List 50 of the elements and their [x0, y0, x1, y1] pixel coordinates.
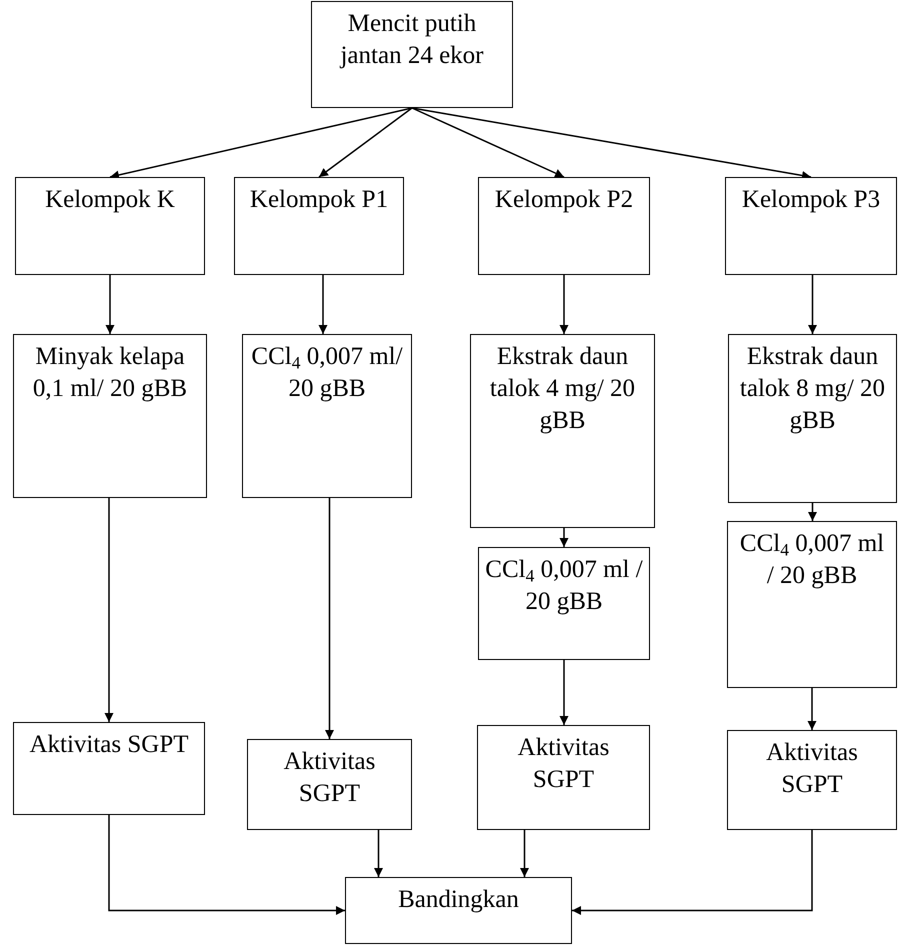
process-box — [15, 177, 205, 275]
process-box — [725, 177, 897, 275]
arrow — [572, 830, 813, 915]
box-label: Ekstrak daun talok 4 mg/ 20 gBB — [488, 342, 636, 436]
process-box — [728, 334, 897, 503]
arrow — [560, 528, 568, 547]
arrow — [808, 688, 816, 730]
process-box — [477, 725, 650, 830]
arrow — [104, 498, 114, 722]
box-label: Kelompok P2 — [494, 185, 634, 215]
box-label: Ekstrak daun talok 8 mg/ 20 gBB — [738, 342, 886, 436]
arrow — [318, 275, 328, 334]
box-label: Mencit putih jantan 24 ekor — [338, 9, 484, 71]
process-box — [242, 334, 412, 498]
box-label: Minyak kelapa 0,1 ml/ 20 gBB — [32, 342, 188, 404]
process-box — [345, 877, 572, 944]
box-label: CCl$_{4}$ 0,007 ml/ 20 gBB — [250, 342, 404, 404]
arrow — [374, 830, 383, 877]
box-label: CCl$_{4}$ 0,007 ml / 20 gBB — [485, 555, 643, 617]
box-label: Aktivitas SGPT — [282, 747, 376, 809]
box-label: Aktivitas SGPT — [516, 733, 610, 795]
process-box — [478, 547, 650, 660]
arrow — [560, 660, 568, 725]
arrow — [808, 503, 817, 521]
arrow — [325, 498, 334, 739]
process-box — [13, 334, 207, 498]
arrow — [412, 107, 812, 180]
process-box — [234, 177, 404, 275]
box-label: Aktivitas SGPT — [765, 738, 859, 800]
process-box — [727, 730, 897, 830]
process-box — [470, 334, 655, 528]
process-box — [311, 1, 513, 108]
process-box — [247, 739, 412, 830]
arrow — [106, 275, 114, 334]
process-box — [13, 722, 205, 815]
box-label: Aktivitas SGPT — [29, 730, 189, 760]
box-label: Kelompok K — [45, 185, 175, 215]
arrow — [108, 815, 345, 915]
box-label: Kelompok P3 — [742, 185, 880, 215]
arrow — [412, 107, 564, 178]
box-label: Bandingkan — [398, 885, 519, 915]
arrow — [110, 107, 412, 180]
arrow — [560, 275, 568, 334]
arrow — [318, 107, 412, 178]
arrow — [808, 275, 817, 334]
process-box — [478, 177, 650, 275]
process-box — [727, 521, 897, 688]
arrow — [520, 830, 529, 877]
box-label: Kelompok P1 — [250, 185, 388, 215]
box-label: CCl$_{4}$ 0,007 ml / 20 gBB — [738, 529, 886, 591]
